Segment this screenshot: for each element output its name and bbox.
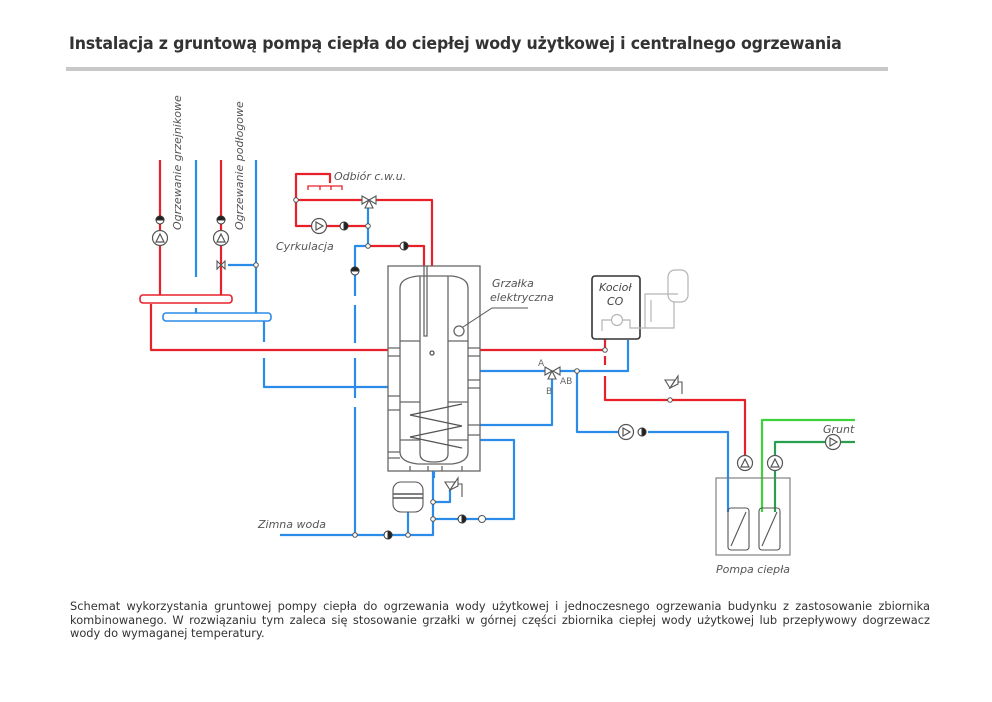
- expansion-vessel: [392, 481, 424, 513]
- cold-manifold: [162, 312, 272, 322]
- label-heater-line1: Grzałka: [492, 277, 534, 290]
- ground-return-pipe: [773, 440, 855, 512]
- valve-to-boiler-return: [556, 340, 630, 373]
- label-dhw-outlet: Odbiór c.w.u.: [334, 170, 406, 183]
- combination-tank: [387, 265, 528, 472]
- label-cold-water: Zimna woda: [257, 518, 326, 531]
- title-divider: [66, 67, 888, 71]
- label-floor-heating: Ogrzewanie podłogowe: [233, 101, 246, 230]
- heat-pump-unit: [715, 477, 791, 556]
- hp-return-pipe: [648, 430, 730, 512]
- dhw-hot-pipe: [375, 198, 434, 268]
- dhw-cold-riser: [353, 205, 370, 296]
- diagram-caption: Schemat wykorzystania gruntowej pompy ci…: [70, 599, 930, 641]
- check-valve-icons: [155, 215, 647, 540]
- ground-supply-pipe: [760, 418, 855, 512]
- hot-manifold: [139, 294, 233, 304]
- label-valve-ab: AB: [560, 377, 572, 387]
- page-title: Instalacja z gruntową pompą ciepła do ci…: [69, 34, 842, 54]
- cold-return-pipes: [194, 160, 730, 537]
- valve-b-pipe: [480, 376, 554, 427]
- dhw-outlet-pipe: [294, 172, 332, 200]
- ground-loop-pipes: [760, 418, 855, 512]
- label-circulation: Cyrkulacja: [276, 240, 334, 253]
- label-ground: Grunt: [823, 423, 855, 436]
- pump-icons: [151, 217, 842, 472]
- label-valve-b: B: [546, 387, 552, 397]
- pipe-junctions: [253, 197, 673, 538]
- safety-valve-pipe: [433, 490, 452, 504]
- label-valve-a: A: [538, 359, 545, 369]
- label-heat-pump: Pompa ciepła: [716, 563, 790, 576]
- dhw-taps: [307, 185, 343, 190]
- boiler-co: [591, 269, 689, 340]
- safety-valve-icon: [444, 374, 683, 497]
- tank-to-distributor-pipe: [149, 304, 388, 352]
- cold-water-main: [280, 470, 435, 537]
- label-boiler-line2: CO: [607, 295, 624, 308]
- label-boiler-line1: Kocioł: [599, 281, 632, 294]
- label-radiator-heating: Ogrzewanie grzejnikowe: [171, 95, 184, 230]
- circulation-pipe: [294, 200, 312, 228]
- ab-to-hp-pipe: [575, 371, 618, 434]
- hp-supply-pipe: [603, 376, 747, 460]
- recirc-pipe: [433, 438, 516, 521]
- tank-to-boiler-pipe: [480, 335, 607, 352]
- label-heater-line2: elektryczna: [490, 291, 554, 304]
- tank-top-pipe: [368, 244, 426, 268]
- three-way-valve-icon: [216, 195, 561, 380]
